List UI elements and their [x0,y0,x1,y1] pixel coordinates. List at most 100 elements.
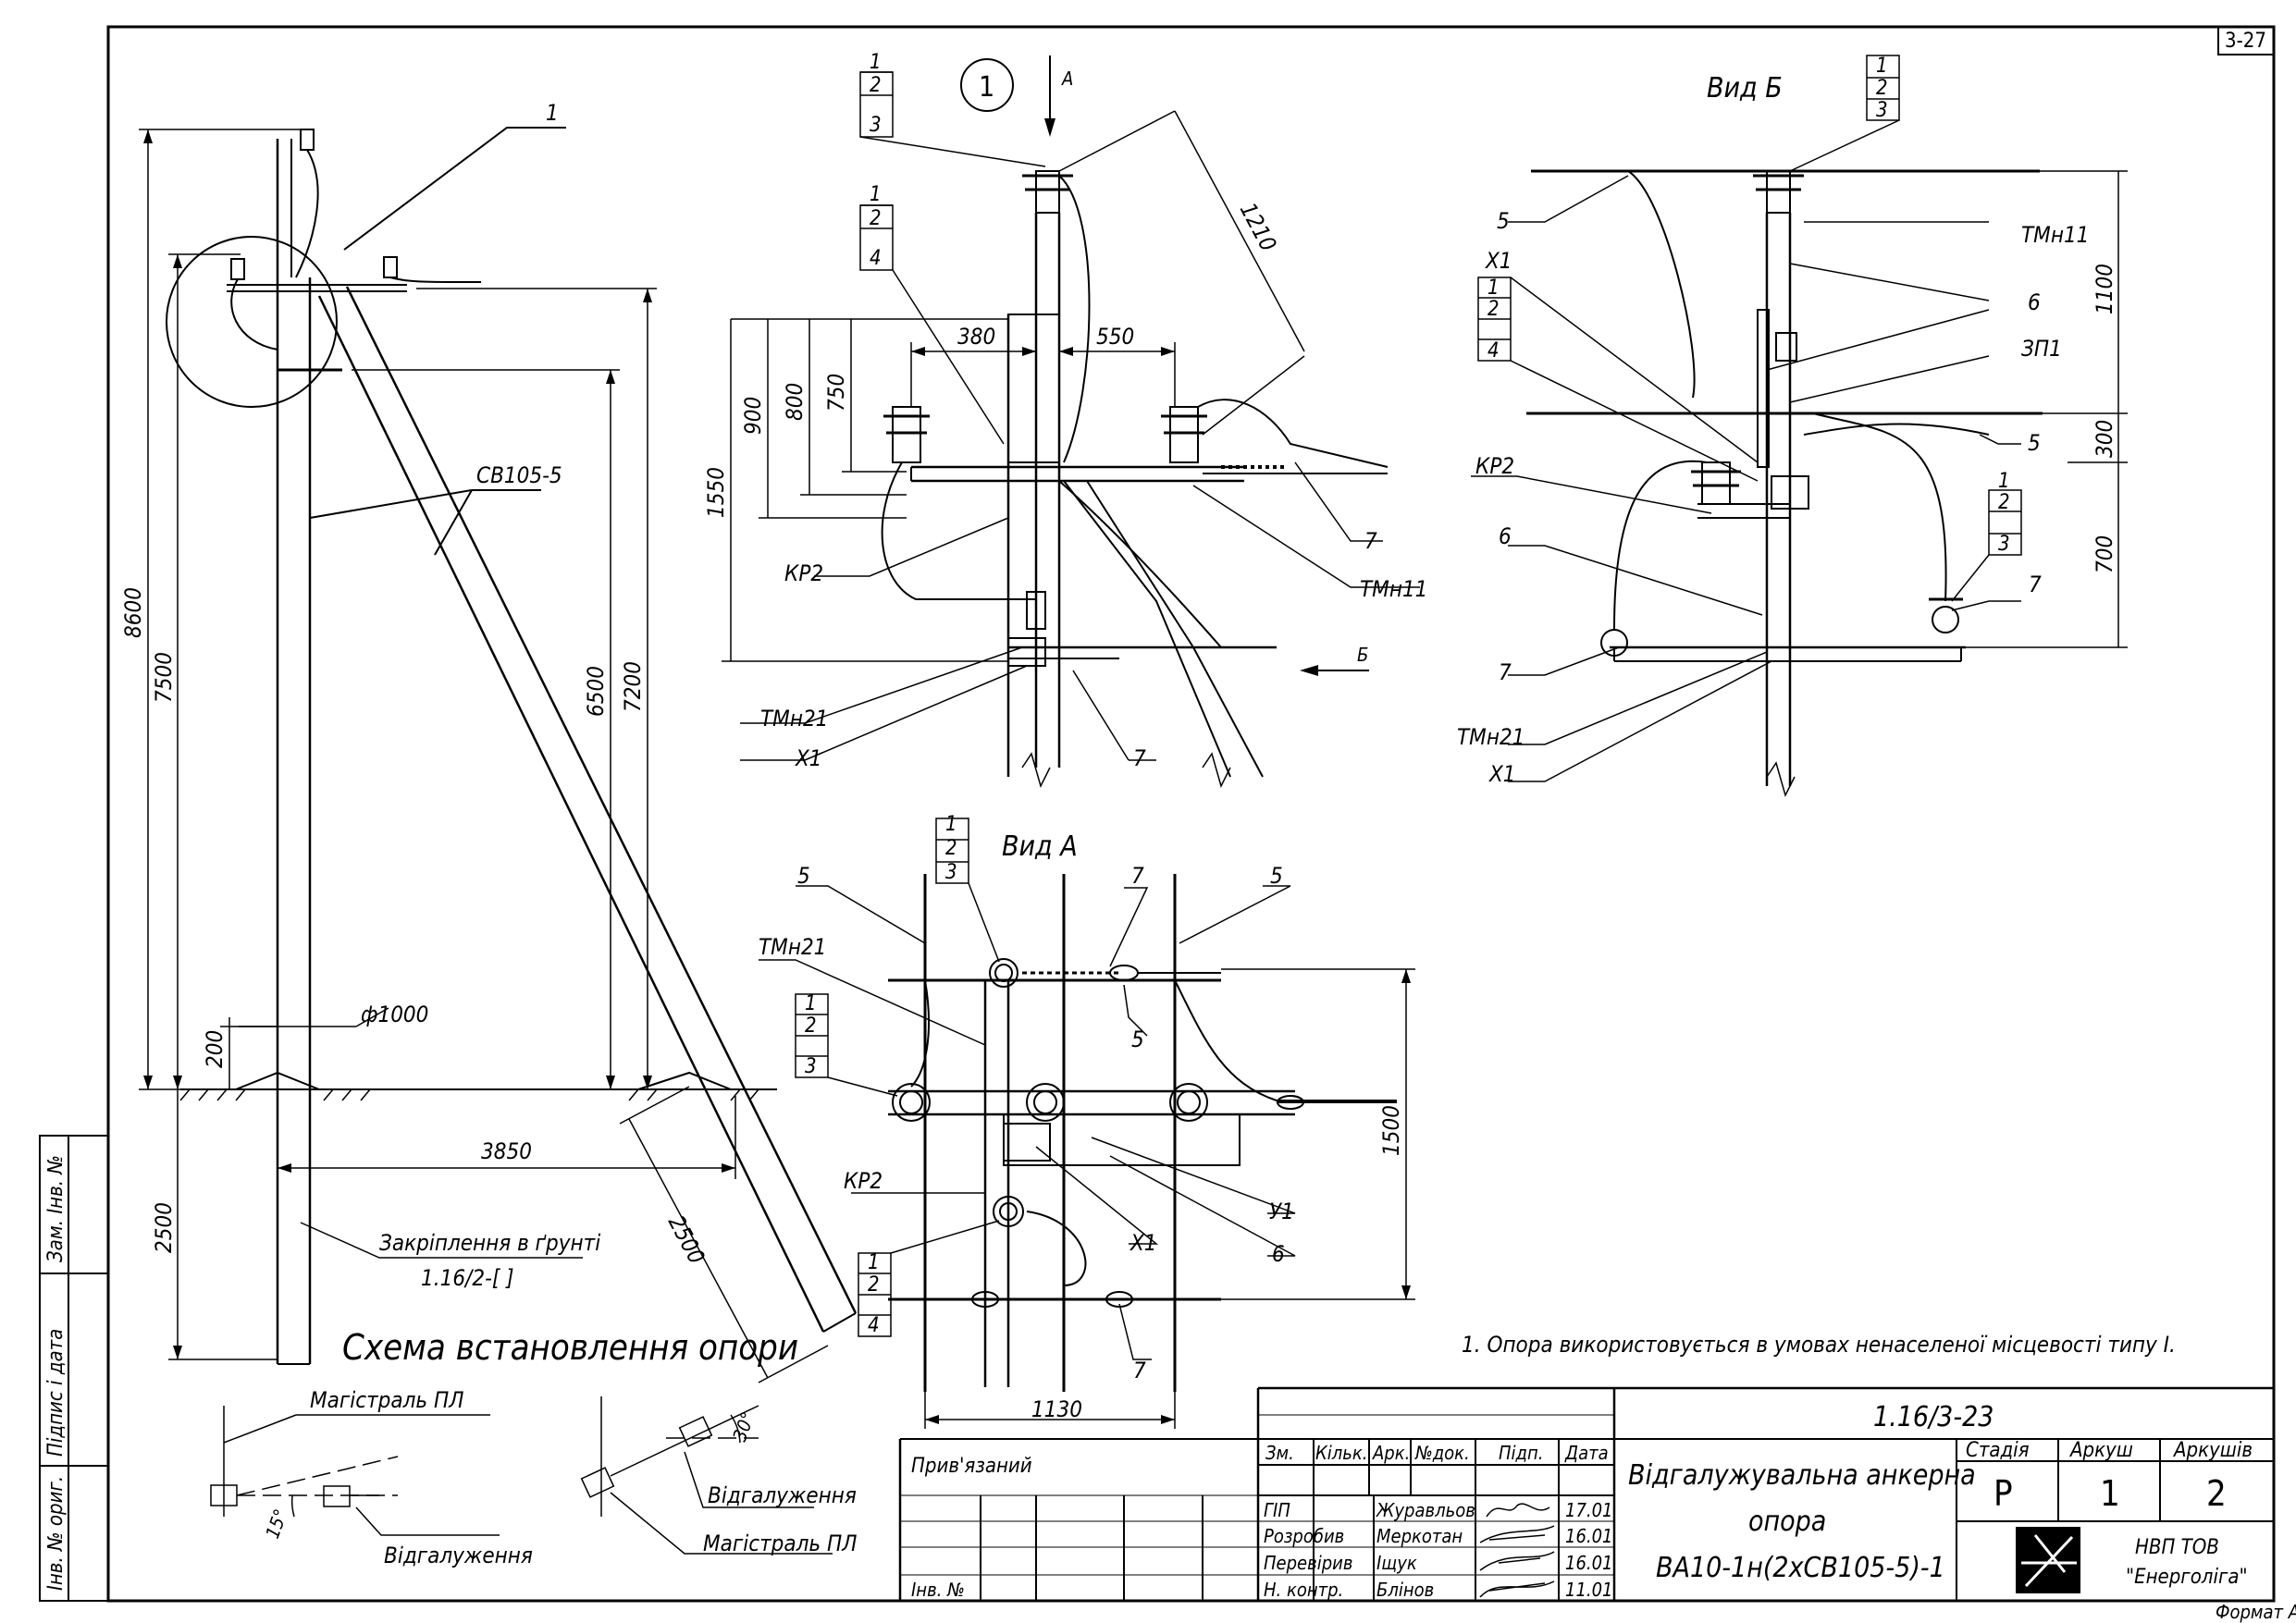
dim-550: 550 [1096,324,1134,350]
viewb-x1-bottom: Х1 [1488,761,1516,787]
leader-1 [343,127,566,251]
side-view [139,127,858,1383]
viewa-5-right: 5 [1270,863,1283,889]
detail1-7-right: 7 [1364,528,1377,554]
viewb-7-left: 7 [1499,659,1512,685]
row-name-1: Меркотан [1376,1525,1463,1547]
scheme-left-branch: Відгалуження [384,1543,533,1568]
view-a [759,818,1415,1429]
stamp-sign-date: Підпис і дата [44,1329,68,1457]
viewb-stack-top-1: 1 [1876,55,1888,78]
detail1-tmn11: ТМн11 [1360,576,1427,602]
viewa-stack-bot-1: 1 [868,1251,880,1274]
scheme-right-angle: 30° [728,1409,759,1445]
viewa-stack-bot-4: 4 [868,1314,880,1337]
viewa-5-mid: 5 [1131,1027,1144,1052]
viewa-tmn21: ТМн21 [759,934,826,960]
viewa-7-top: 7 [1131,863,1144,889]
detail1-tmn21: ТМн21 [760,706,828,732]
dim-1500: 1500 [1378,1105,1404,1156]
view-b [1471,55,2128,798]
detail1-x1: Х1 [795,745,822,771]
viewa-5-left: 5 [797,863,810,889]
viewb-stack-left-4: 4 [1487,339,1500,363]
ground-fixing-title: Закріплення в ґрунті [379,1230,600,1256]
side-stamp [39,1135,109,1602]
dim-200: 200 [202,1030,228,1068]
detail1-arrow-b: Б [1357,644,1368,666]
viewa-title: Вид А [1002,830,1078,863]
company-logo [2016,1527,2080,1593]
doc-code: 1.16/3-23 [1873,1401,1994,1433]
dim-2500-v: 2500 [151,1202,177,1253]
viewb-tmn11: ТМн11 [2021,222,2089,248]
dim-750: 750 [823,374,849,412]
stage-header: Стадія [1966,1439,2030,1462]
viewb-stack-left-1: 1 [1487,277,1500,300]
row-name-0: Журавльов [1376,1499,1475,1521]
viewa-7-bottom: 7 [1133,1358,1146,1383]
detail-circle-1 [166,236,338,408]
viewa-stack-bot-2: 2 [868,1273,880,1297]
dim-380: 380 [957,324,995,350]
dim-1130: 1130 [1031,1396,1082,1422]
detail1-stack-top-3: 3 [870,114,882,137]
sheet-code-box [2217,26,2275,55]
dim-7200: 7200 [620,661,646,712]
viewa-stack-mid-1: 1 [805,992,817,1015]
signature-3 [1479,1551,1555,1571]
viewb-x1-top: Х1 [1485,248,1512,274]
row-date-3: 11.01 [1565,1579,1613,1601]
ground-fixing-ref: 1.16/2-[ ] [421,1265,514,1291]
row-date-2: 16.01 [1565,1552,1613,1574]
dim-1210: 1210 [1235,199,1282,256]
detail-1-number-circle [960,58,1014,112]
viewa-6: 6 [1272,1241,1285,1267]
detail1-stack-mid-2: 2 [870,207,882,230]
dim-2500-incl: 2500 [663,1211,710,1269]
row-role-3: Н. контр. [1264,1579,1343,1601]
dim-dia-1000: ф1000 [361,1002,428,1027]
scheme-title: Схема встановлення опори [342,1327,798,1368]
org-line-2: "Енерголіга" [2126,1566,2248,1589]
viewb-5-top: 5 [1497,208,1510,234]
dim-3850: 3850 [481,1138,532,1164]
detail-1 [722,55,1420,789]
viewa-x1: Х1 [1129,1230,1157,1256]
detail1-stack-top-1: 1 [870,51,882,74]
drawing-title-2: опора [1748,1506,1826,1538]
viewa-stack-top-2: 2 [945,837,957,860]
installation-scheme [210,1396,833,1555]
viewa-kp2: КР2 [844,1168,883,1194]
hdr-data: Дата [1564,1442,1609,1464]
viewb-kp2: КР2 [1475,453,1514,479]
viewa-stack-mid-3: 3 [805,1055,817,1078]
viewb-7-right: 7 [2029,572,2042,597]
detail1-arrow-a: А [1061,68,1073,90]
signature-1 [1486,1503,1550,1518]
dim-900: 900 [740,397,766,435]
scheme-right-branch: Відгалуження [708,1482,857,1508]
inv-label: Інв. № [911,1579,965,1601]
sheets-value: 2 [2206,1473,2227,1514]
viewb-6: 6 [2028,289,2041,315]
row-role-0: ГІП [1264,1499,1290,1521]
side-leader-1: 1 [546,100,559,126]
viewb-zp1: ЗП1 [2021,336,2062,362]
general-note: 1. Опора використовується в умовах ненас… [1462,1332,2176,1358]
viewa-stack-top-3: 3 [945,861,957,884]
dim-800: 800 [782,383,808,421]
scheme-left-main: Магістраль ПЛ [310,1387,463,1413]
viewb-title: Вид Б [1707,72,1783,105]
dim-7500: 7500 [151,652,177,703]
viewb-stack-right-1: 1 [1998,470,2010,493]
org-line-1: НВП ТОВ [2135,1536,2219,1559]
dim-8600: 8600 [120,587,146,638]
row-role-1: Розробив [1264,1525,1344,1547]
sheet-header: Аркуш [2068,1439,2133,1462]
dim-700: 700 [2092,535,2117,573]
drawing-title-1: Відгалужувальна анкерна [1628,1459,1976,1492]
row-date-0: 17.01 [1565,1499,1613,1521]
dim-1550: 1550 [703,467,729,518]
